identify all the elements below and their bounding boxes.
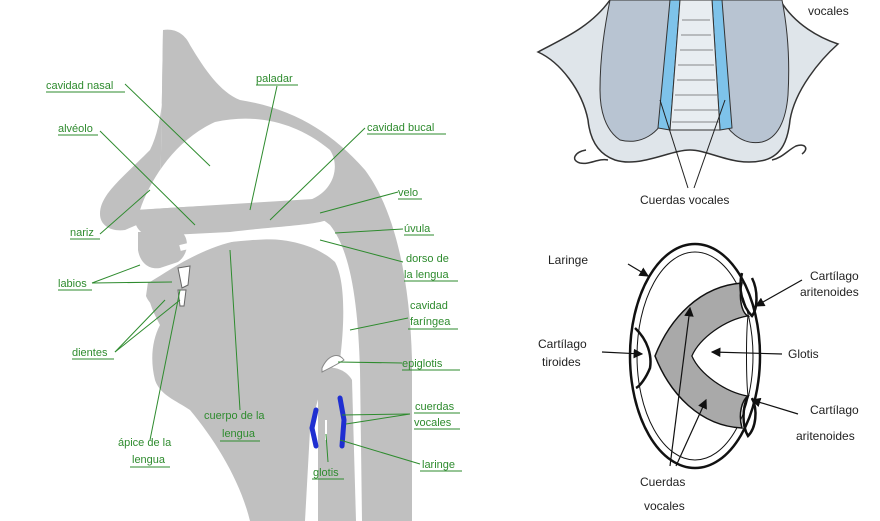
label-uvula: úvula xyxy=(404,223,431,235)
label-vocales-partial: vocales xyxy=(808,4,849,18)
glottis-diagram: Laringe Cartílago aritenoides Cartílago … xyxy=(520,228,880,521)
label-apice-lengua-line2: lengua xyxy=(132,454,166,466)
label-dientes: dientes xyxy=(72,347,108,359)
label-cavidad-bucal: cavidad bucal xyxy=(367,122,434,134)
label-paladar: paladar xyxy=(256,73,293,85)
vocal-fold-left-shape xyxy=(312,410,316,446)
label-cartilago-aritenoides-2-line2: aritenoides xyxy=(796,429,855,443)
label-cartilago-tiroides-line1: Cartílago xyxy=(538,337,587,351)
laryngoscope-view: vocales Cuerdas vocales xyxy=(520,0,880,215)
label-cartilago-tiroides-line2: tiroides xyxy=(542,355,581,369)
label-cuerpo-lengua-line2: lengua xyxy=(222,428,256,440)
label-cavidad-nasal: cavidad nasal xyxy=(46,80,113,92)
sagittal-diagram-panel: cavidad nasal paladar alvéolo cavidad bu… xyxy=(0,0,500,521)
glottis-diagram-panel: Laringe Cartílago aritenoides Cartílago … xyxy=(520,228,880,521)
label-dorso-line1: dorso de xyxy=(406,253,449,265)
larynx-shape xyxy=(318,368,356,521)
label-cuerdas-vocales-line2: vocales xyxy=(644,499,685,513)
sagittal-diagram: cavidad nasal paladar alvéolo cavidad bu… xyxy=(0,0,500,521)
label-dorso-line2: la lengua xyxy=(404,269,450,281)
label-cartilago-aritenoides-2-line1: Cartílago xyxy=(810,403,859,417)
label-cuerdas-vocales-line1: Cuerdas xyxy=(640,475,685,489)
label-apice-lengua-line1: ápice de la xyxy=(118,437,172,449)
label-cartilago-aritenoides-1-line1: Cartílago xyxy=(810,269,859,283)
label-nariz: nariz xyxy=(70,227,94,239)
label-glotis: glotis xyxy=(313,467,339,479)
label-cuerpo-lengua-line1: cuerpo de la xyxy=(204,410,265,422)
label-labios: labios xyxy=(58,278,87,290)
label-glotis: Glotis xyxy=(788,347,819,361)
label-epiglotis: epiglotis xyxy=(402,358,443,370)
label-cuerdas-vocales-line2: vocales xyxy=(414,417,452,429)
label-cavidad-faringea-line2: faríngea xyxy=(410,316,451,328)
laryngoscope-view-panel: vocales Cuerdas vocales xyxy=(520,0,880,215)
label-cuerdas-vocales-line1: cuerdas xyxy=(415,401,455,413)
upper-lip-shape xyxy=(138,232,187,268)
label-alveolo: alvéolo xyxy=(58,123,93,135)
label-cartilago-aritenoides-1-line2: aritenoides xyxy=(800,285,859,299)
label-velo: velo xyxy=(398,187,418,199)
label-laringe: laringe xyxy=(422,459,455,471)
label-cavidad-faringea-line1: cavidad xyxy=(410,300,448,312)
label-laringe: Laringe xyxy=(548,253,588,267)
label-cuerdas-vocales: Cuerdas vocales xyxy=(640,193,729,207)
